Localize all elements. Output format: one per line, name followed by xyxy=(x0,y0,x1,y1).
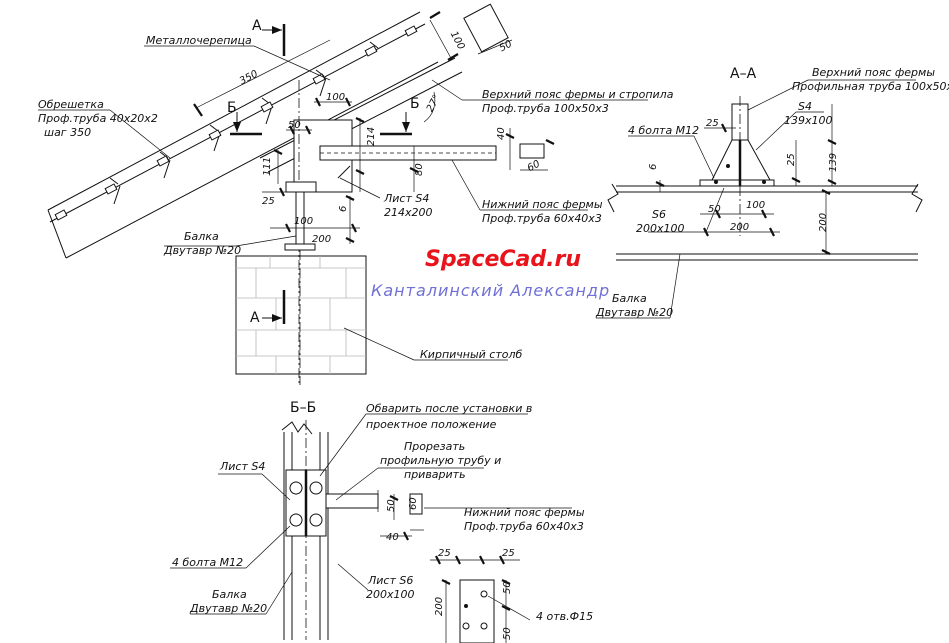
watermark: SpaceCad.ru Канталинский Александр xyxy=(371,247,610,300)
aa-top-chord-1: Верхний пояс фермы xyxy=(812,66,935,79)
dim-100-node: 100 xyxy=(326,92,345,103)
batten-label-3: шаг 350 xyxy=(44,126,91,139)
bb-cut-note-3: приварить xyxy=(404,468,466,481)
plate-holes: 4 отв.Ф15 xyxy=(536,610,593,623)
dim-6: 6 xyxy=(338,206,349,212)
section-b-label: Б xyxy=(227,100,237,116)
plate-dim-50b: 50 xyxy=(502,627,513,640)
bb-bolts: 4 болта М12 xyxy=(172,556,243,569)
dim-80: 80 xyxy=(414,163,425,176)
bb-dim-50: 50 xyxy=(386,499,397,512)
bb-sheet-s4: Лист S4 xyxy=(219,460,265,473)
roofing-label: Металлочерепица xyxy=(146,34,252,47)
bb-sheet-s6-2: 200х100 xyxy=(366,588,415,601)
dim-50-top: 50 xyxy=(498,39,514,55)
bb-beam-2: Двутавр №20 xyxy=(189,602,267,615)
bb-weld-note-2: проектное положение xyxy=(366,418,497,431)
aa-dim-200: 200 xyxy=(730,222,749,233)
top-chord-label-1: Верхний пояс фермы и стропила xyxy=(482,88,674,101)
plate-dim-50: 50 xyxy=(502,581,513,594)
aa-plate-s4-1: S4 xyxy=(798,100,812,113)
dim-40-main: 40 xyxy=(496,127,507,140)
section-a-label: А xyxy=(252,18,262,34)
brick-pillar xyxy=(235,250,367,385)
aa-bolts: 4 болта М12 xyxy=(628,124,699,137)
bb-cut-note-1: Прорезать xyxy=(404,440,465,453)
section-mark-b-right: Б xyxy=(380,96,420,136)
bottom-chord-label-1: Нижний пояс фермы xyxy=(482,198,603,211)
rafter-section xyxy=(463,3,509,53)
bb-weld-note-1: Обварить после установки в xyxy=(366,402,532,415)
aa-plate-s6-2: 200х100 xyxy=(636,222,685,235)
aa-dim-200v: 200 xyxy=(818,213,829,232)
dim-100-beam: 100 xyxy=(294,216,313,227)
main-view: А А Б Б Металлочерепица Обрешетка Проф.т… xyxy=(38,3,674,385)
plate-detail: 25 25 200 50 50 4 отв.Ф15 xyxy=(430,548,593,643)
aa-dim-50: 50 xyxy=(708,204,721,215)
bb-dim-60: 60 xyxy=(408,497,419,510)
batten-label-2: Проф.труба 40х20х2 xyxy=(38,112,158,125)
main-dimensions: 350 100 50 100 50 214 111 25 xyxy=(193,11,555,245)
bb-bottom-chord-1: Нижний пояс фермы xyxy=(464,506,585,519)
aa-dim-25b: 25 xyxy=(786,153,797,166)
section-mark-a-bottom: А xyxy=(250,290,286,326)
watermark-author: Канталинский Александр xyxy=(371,281,610,300)
section-bb: Б–Б Обварить после установки в проектное… xyxy=(170,400,585,640)
aa-dim-100: 100 xyxy=(746,200,765,211)
bb-dim-40: 40 xyxy=(386,532,399,543)
aa-dim-25: 25 xyxy=(706,118,719,129)
plate-dim-200: 200 xyxy=(434,597,445,616)
dim-50-node: 50 xyxy=(288,120,301,131)
section-a-label-bottom: А xyxy=(250,310,260,326)
angle-label: 27° xyxy=(425,93,443,114)
section-aa-title: А–А xyxy=(730,66,757,82)
aa-plate-s4-2: 139х100 xyxy=(784,114,833,127)
plate-dim-25: 25 xyxy=(438,548,451,559)
top-chord-label-2: Проф.труба 100х50х3 xyxy=(482,102,609,115)
roof-tile xyxy=(47,11,463,259)
dim-100-top: 100 xyxy=(448,30,467,52)
pillar-label: Кирпичный столб xyxy=(420,348,523,361)
bb-cut-note-2: профильную трубу и xyxy=(380,454,501,467)
aa-beam-2: Двутавр №20 xyxy=(595,306,673,319)
dim-111: 111 xyxy=(262,157,273,176)
bb-bottom-chord-2: Проф.труба 60х40х3 xyxy=(464,520,584,533)
aa-beam-1: Балка xyxy=(612,292,647,305)
watermark-site: SpaceCad.ru xyxy=(425,247,581,272)
section-bb-title: Б–Б xyxy=(290,400,316,416)
dim-60-main: 60 xyxy=(526,159,542,175)
truss-node xyxy=(284,80,497,385)
beam-label-2: Двутавр №20 xyxy=(163,244,241,257)
bb-sheet-s6-1: Лист S6 xyxy=(367,574,413,587)
section-mark-a-top: А xyxy=(252,18,286,56)
batten-label-1: Обрешетка xyxy=(38,98,104,111)
section-mark-b-left: Б xyxy=(227,100,262,136)
plate-dim-25b: 25 xyxy=(502,548,515,559)
dim-25-node: 25 xyxy=(262,196,275,207)
section-aa: А–А Верхний пояс фермы Профильная труба … xyxy=(595,66,949,319)
bottom-chord-label-2: Проф.труба 60х40х3 xyxy=(482,212,602,225)
bb-beam-1: Балка xyxy=(212,588,247,601)
aa-dim-6: 6 xyxy=(648,164,659,170)
aa-top-chord-2: Профильная труба 100х50х3 xyxy=(792,80,949,93)
plate-label-1: Лист S4 xyxy=(383,192,429,205)
beam-label-1: Балка xyxy=(184,230,219,243)
dim-350: 350 xyxy=(238,69,260,88)
dim-214: 214 xyxy=(366,127,377,146)
bottom-chord-section xyxy=(519,143,545,159)
section-b-label-right: Б xyxy=(410,96,420,112)
plate-label-2: 214х200 xyxy=(384,206,433,219)
aa-dim-139: 139 xyxy=(828,153,839,172)
dim-200-node: 200 xyxy=(312,234,331,245)
aa-plate-s6-1: S6 xyxy=(652,208,666,221)
